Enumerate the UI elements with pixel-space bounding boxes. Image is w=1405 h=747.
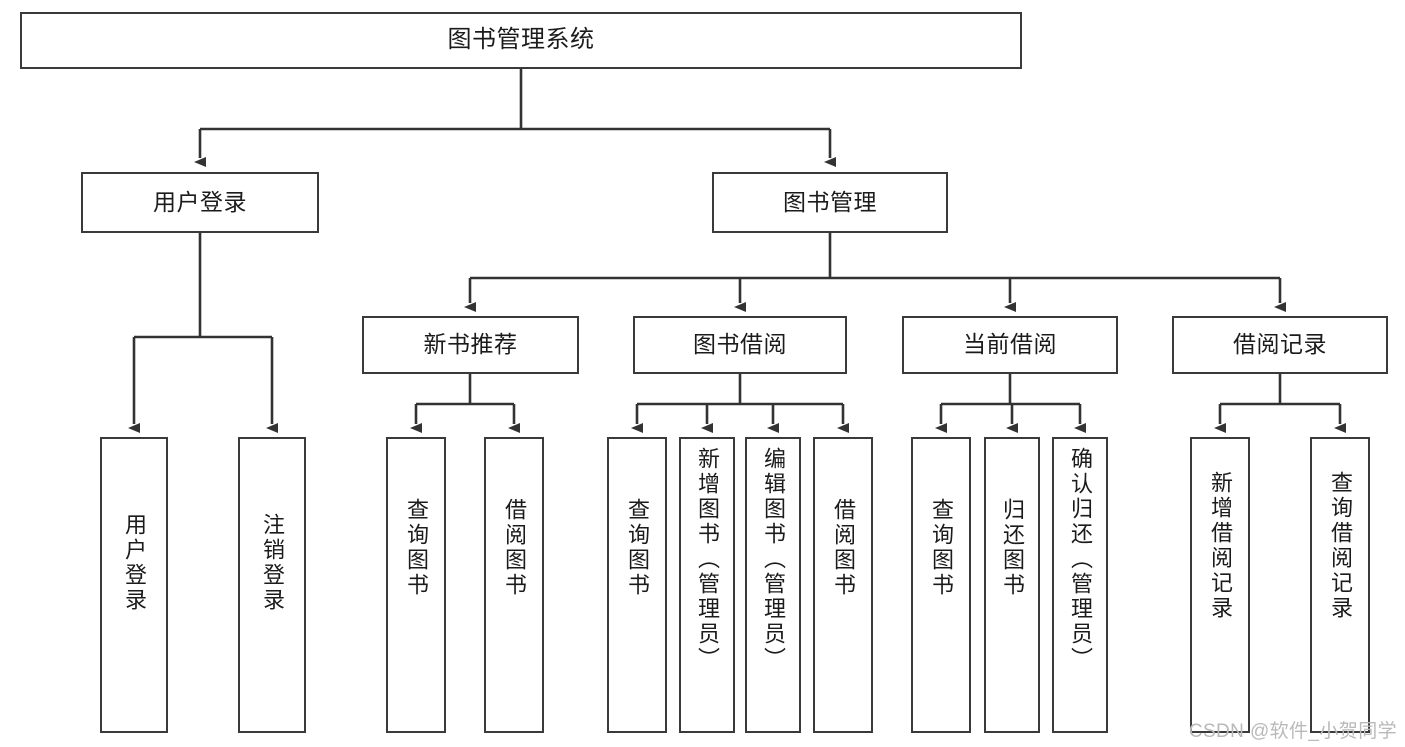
node-label: 查询借阅记录 — [1328, 471, 1353, 621]
node-label: 借阅图书 — [831, 498, 856, 598]
node-book-management[interactable]: 图书管理 — [712, 172, 948, 233]
node-label: 当前借阅 — [963, 331, 1057, 358]
node-leaf-query-borrow-record[interactable]: 查询借阅记录 — [1310, 437, 1370, 733]
node-label: 查询图书 — [929, 498, 954, 598]
node-leaf-query-book-recommend[interactable]: 查询图书 — [386, 437, 446, 733]
node-leaf-logout[interactable]: 注销登录 — [238, 437, 306, 733]
node-label: 图书借阅 — [693, 331, 787, 358]
node-label: 借阅图书 — [502, 498, 527, 598]
node-label: 用户登录 — [153, 188, 247, 215]
node-leaf-return-book[interactable]: 归还图书 — [984, 437, 1040, 733]
node-book-borrow[interactable]: 图书借阅 — [633, 316, 847, 374]
node-leaf-query-book-current[interactable]: 查询图书 — [911, 437, 971, 733]
node-label: 查询图书 — [625, 498, 650, 598]
node-label: 归还图书 — [1000, 498, 1025, 598]
node-leaf-query-book-borrow[interactable]: 查询图书 — [607, 437, 667, 733]
node-label: 新增图书（管理员） — [695, 447, 720, 672]
node-label: 借阅记录 — [1233, 331, 1327, 358]
node-label: 编辑图书（管理员） — [761, 447, 786, 672]
node-label: 新增借阅记录 — [1208, 471, 1233, 621]
node-label: 新书推荐 — [423, 331, 518, 358]
node-leaf-borrow-book-recommend[interactable]: 借阅图书 — [484, 437, 544, 733]
node-leaf-add-borrow-record[interactable]: 新增借阅记录 — [1190, 437, 1250, 733]
node-leaf-confirm-return-admin[interactable]: 确认归还（管理员） — [1052, 437, 1108, 733]
node-label: 图书管理 — [783, 188, 877, 215]
node-leaf-borrow-book-borrow[interactable]: 借阅图书 — [813, 437, 873, 733]
node-label: 查询图书 — [404, 498, 429, 598]
node-current-borrow[interactable]: 当前借阅 — [902, 316, 1118, 374]
node-label: 图书管理系统 — [447, 26, 595, 54]
node-leaf-edit-book-admin[interactable]: 编辑图书（管理员） — [745, 437, 801, 733]
node-new-book-recommend[interactable]: 新书推荐 — [362, 316, 579, 374]
watermark-text: CSDN @软件_小贺同学 — [1188, 721, 1397, 742]
node-label: 确认归还（管理员） — [1068, 447, 1093, 672]
node-root-book-management-system[interactable]: 图书管理系统 — [20, 12, 1022, 69]
node-leaf-add-book-admin[interactable]: 新增图书（管理员） — [679, 437, 735, 733]
node-label: 注销登录 — [260, 513, 285, 613]
node-borrow-record[interactable]: 借阅记录 — [1172, 316, 1388, 374]
node-label: 用户登录 — [122, 513, 147, 613]
node-user-login[interactable]: 用户登录 — [81, 172, 319, 233]
node-leaf-user-login[interactable]: 用户登录 — [100, 437, 168, 733]
